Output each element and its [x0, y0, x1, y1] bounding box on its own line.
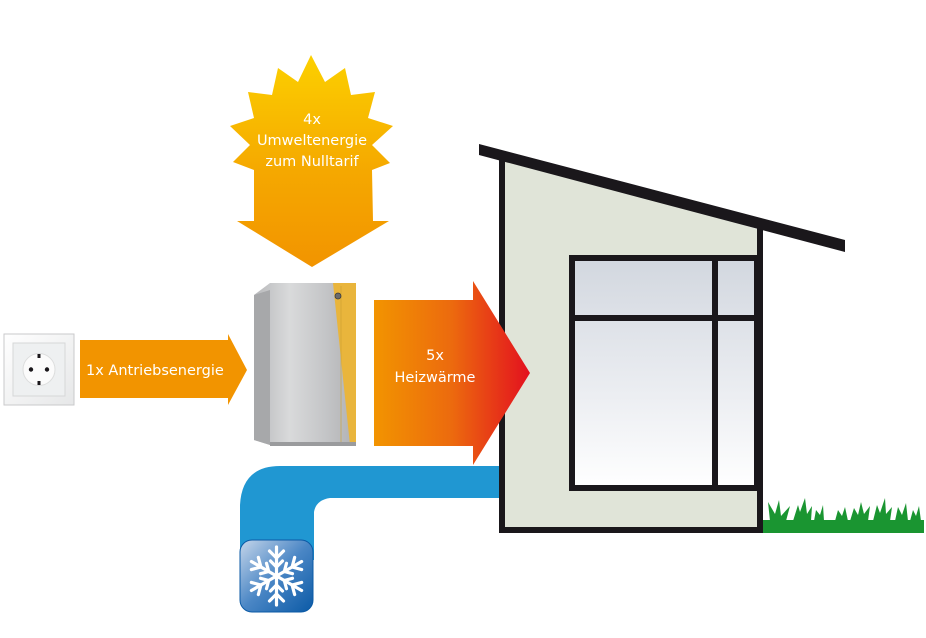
heat-output-label: Heizwärme	[395, 370, 476, 386]
heat-pump-unit-icon	[254, 283, 356, 446]
power-socket-icon	[3, 333, 75, 406]
ambient-energy-note: zum Nulltarif	[265, 154, 359, 170]
house-icon	[479, 144, 845, 533]
sun-arrow-down-icon: 4x Umweltenergie zum Nulltarif	[230, 55, 393, 267]
ambient-energy-count: 4x	[303, 112, 321, 128]
grass	[763, 498, 924, 533]
house-window	[569, 255, 760, 491]
ambient-energy-label: Umweltenergie	[257, 133, 367, 149]
snowflake-icon	[239, 539, 314, 613]
heat-output-count: 5x	[426, 348, 444, 364]
drive-energy-label: 1x Antriebsenergie	[86, 363, 224, 379]
house-roof	[479, 144, 845, 252]
ground-pipe	[240, 466, 500, 560]
drive-energy-arrow: 1x Antriebsenergie	[80, 334, 247, 405]
heat-output-arrow: 5x Heizwärme	[374, 281, 530, 465]
